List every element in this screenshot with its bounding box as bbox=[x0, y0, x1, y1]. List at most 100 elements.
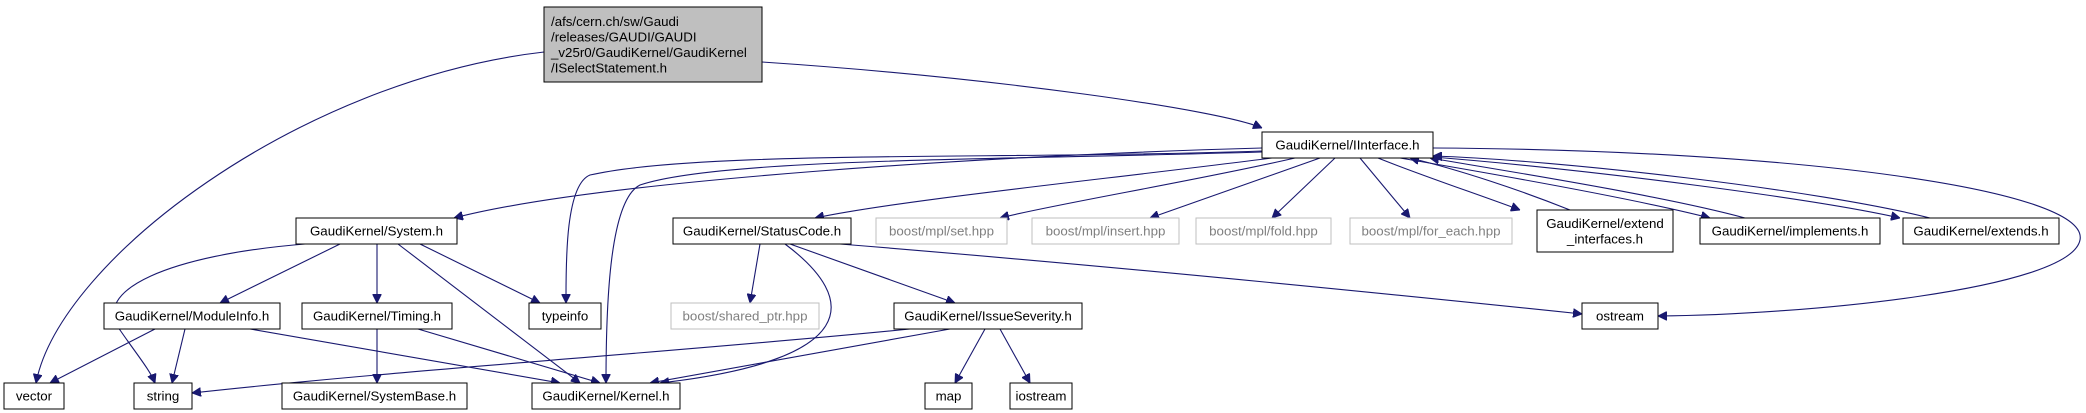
edge-iinterface-to-ostream bbox=[1432, 147, 2081, 316]
edge-iinterface-to-statuscode bbox=[815, 157, 1273, 218]
node-box bbox=[1009, 382, 1073, 410]
node-label: GaudiKernel/StatusCode.h bbox=[683, 224, 841, 239]
node-iinterface[interactable]: GaudiKernel/IInterface.h bbox=[1261, 131, 1434, 159]
node-label: GaudiKernel/extend bbox=[1546, 216, 1664, 231]
node-system[interactable]: GaudiKernel/System.h bbox=[295, 217, 458, 245]
node-vector[interactable]: vector bbox=[3, 382, 65, 410]
edge-issueseverity-to-iostream bbox=[999, 328, 1030, 383]
node-implements[interactable]: GaudiKernel/implements.h bbox=[1699, 217, 1881, 245]
node-label: /releases/GAUDI/GAUDI bbox=[551, 29, 697, 44]
node-label: string bbox=[147, 389, 180, 404]
edge-statuscode-to-sharedptr bbox=[750, 243, 761, 303]
node-box bbox=[528, 302, 602, 330]
node-label: boost/mpl/set.hpp bbox=[889, 224, 994, 239]
edge-system-to-moduleinfo bbox=[220, 243, 341, 303]
node-label: map bbox=[936, 389, 962, 404]
node-label: GaudiKernel/extends.h bbox=[1913, 224, 2048, 239]
node-box bbox=[531, 382, 681, 410]
node-box bbox=[1536, 209, 1674, 253]
node-box bbox=[1699, 217, 1881, 245]
node-label: GaudiKernel/IssueSeverity.h bbox=[904, 309, 1072, 324]
edge-statuscode-to-kernel bbox=[660, 243, 832, 383]
node-extendif[interactable]: GaudiKernel/extend_interfaces.h bbox=[1536, 209, 1674, 253]
edge-iinterface-to-system bbox=[454, 147, 1263, 218]
node-label: /afs/cern.ch/sw/Gaudi bbox=[551, 14, 679, 29]
node-box bbox=[924, 382, 973, 410]
node-typeinfo[interactable]: typeinfo bbox=[528, 302, 602, 330]
node-label: GaudiKernel/SystemBase.h bbox=[293, 389, 456, 404]
node-label: boost/mpl/insert.hpp bbox=[1046, 224, 1166, 239]
node-mplfold: boost/mpl/fold.hpp bbox=[1195, 217, 1332, 245]
node-map[interactable]: map bbox=[924, 382, 973, 410]
node-box bbox=[1031, 217, 1180, 245]
node-box bbox=[103, 302, 281, 330]
node-label: vector bbox=[16, 389, 53, 404]
node-label: iostream bbox=[1016, 389, 1067, 404]
node-label: GaudiKernel/ModuleInfo.h bbox=[115, 309, 270, 324]
node-extends[interactable]: GaudiKernel/extends.h bbox=[1902, 217, 2060, 245]
edge-extendif-to-iinterface bbox=[1410, 158, 1571, 211]
edge-iinterface-to-extendif bbox=[1377, 157, 1520, 210]
edge-statuscode-to-ostream bbox=[839, 243, 1582, 314]
edge-moduleinfo-to-string bbox=[172, 328, 186, 383]
node-mplset: boost/mpl/set.hpp bbox=[875, 217, 1008, 245]
edge-issueseverity-to-kernel bbox=[650, 328, 951, 383]
edge-iinterface-to-typeinfo bbox=[566, 150, 1263, 303]
node-label: GaudiKernel/System.h bbox=[310, 224, 443, 239]
edge-system-to-typeinfo bbox=[419, 243, 540, 303]
node-box bbox=[281, 382, 468, 410]
edge-iinterface-to-mplfold bbox=[1272, 157, 1336, 218]
node-label: boost/mpl/fold.hpp bbox=[1209, 224, 1318, 239]
node-root[interactable]: /afs/cern.ch/sw/Gaudi/releases/GAUDI/GAU… bbox=[543, 6, 763, 83]
node-box bbox=[3, 382, 65, 410]
edge-moduleinfo-to-vector bbox=[50, 328, 156, 384]
node-label: _v25r0/GaudiKernel/GaudiKernel bbox=[550, 45, 747, 60]
node-string[interactable]: string bbox=[133, 382, 193, 410]
node-sharedptr: boost/shared_ptr.hpp bbox=[670, 302, 820, 330]
edge-iinterface-to-kernel bbox=[606, 151, 1263, 383]
node-systembase[interactable]: GaudiKernel/SystemBase.h bbox=[281, 382, 468, 410]
node-box bbox=[672, 217, 852, 245]
node-box bbox=[301, 302, 453, 330]
node-ostream[interactable]: ostream bbox=[1581, 302, 1659, 330]
node-label: _interfaces.h bbox=[1566, 231, 1643, 246]
edges-layer bbox=[36, 51, 2081, 393]
edge-implements-to-iinterface bbox=[1430, 158, 1746, 219]
node-iostream[interactable]: iostream bbox=[1009, 382, 1073, 410]
node-kernel[interactable]: GaudiKernel/Kernel.h bbox=[531, 382, 681, 410]
node-box bbox=[543, 6, 763, 83]
nodes-layer: /afs/cern.ch/sw/Gaudi/releases/GAUDI/GAU… bbox=[3, 6, 2060, 410]
edge-iinterface-to-implements bbox=[1399, 157, 1710, 218]
edge-moduleinfo-to-kernel bbox=[249, 328, 560, 383]
node-issueseverity[interactable]: GaudiKernel/IssueSeverity.h bbox=[893, 302, 1083, 330]
node-box bbox=[133, 382, 193, 410]
node-label: GaudiKernel/Kernel.h bbox=[542, 389, 669, 404]
node-box bbox=[1902, 217, 2060, 245]
node-mplinsert: boost/mpl/insert.hpp bbox=[1031, 217, 1180, 245]
edge-iinterface-to-mplinsert bbox=[1150, 157, 1321, 218]
edge-root-to-iinterface bbox=[761, 61, 1262, 128]
node-moduleinfo[interactable]: GaudiKernel/ModuleInfo.h bbox=[103, 302, 281, 330]
node-label: boost/mpl/for_each.hpp bbox=[1362, 224, 1501, 239]
node-box bbox=[1261, 131, 1434, 159]
node-label: GaudiKernel/Timing.h bbox=[313, 309, 441, 324]
node-box bbox=[1581, 302, 1659, 330]
node-label: boost/shared_ptr.hpp bbox=[683, 309, 808, 324]
node-label: ostream bbox=[1596, 309, 1644, 324]
edge-issueseverity-to-map bbox=[955, 328, 986, 383]
node-box bbox=[670, 302, 820, 330]
node-mplforeach: boost/mpl/for_each.hpp bbox=[1349, 217, 1513, 245]
node-box bbox=[875, 217, 1008, 245]
edge-timing-to-kernel bbox=[417, 328, 600, 383]
edge-iinterface-to-extends bbox=[1419, 155, 1900, 218]
edge-iinterface-to-mplset bbox=[1000, 157, 1296, 218]
node-box bbox=[295, 217, 458, 245]
edge-statuscode-to-issueseverity bbox=[789, 243, 955, 303]
edge-iinterface-to-mplforeach bbox=[1359, 157, 1410, 218]
node-box bbox=[1349, 217, 1513, 245]
node-box bbox=[893, 302, 1083, 330]
node-label: /ISelectStatement.h bbox=[551, 60, 667, 75]
node-timing[interactable]: GaudiKernel/Timing.h bbox=[301, 302, 453, 330]
node-statuscode[interactable]: GaudiKernel/StatusCode.h bbox=[672, 217, 852, 245]
